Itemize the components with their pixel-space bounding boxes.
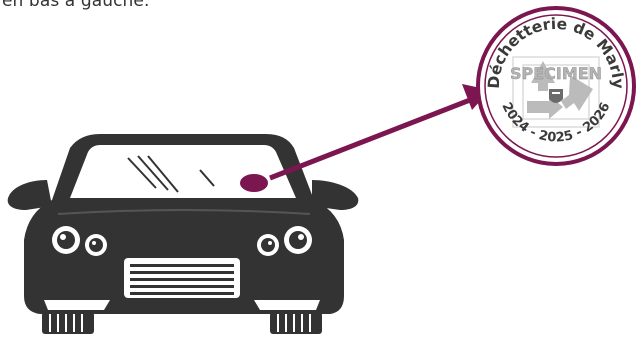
- vignette-sticker: Déchetterie de Marly SPECIMEN 2024 - 202…: [475, 5, 637, 167]
- crest-icon: [549, 89, 563, 103]
- arrow-icon: [270, 84, 490, 178]
- sticker-specimen: SPECIMEN: [510, 64, 602, 83]
- windshield-dot-icon: [240, 174, 268, 192]
